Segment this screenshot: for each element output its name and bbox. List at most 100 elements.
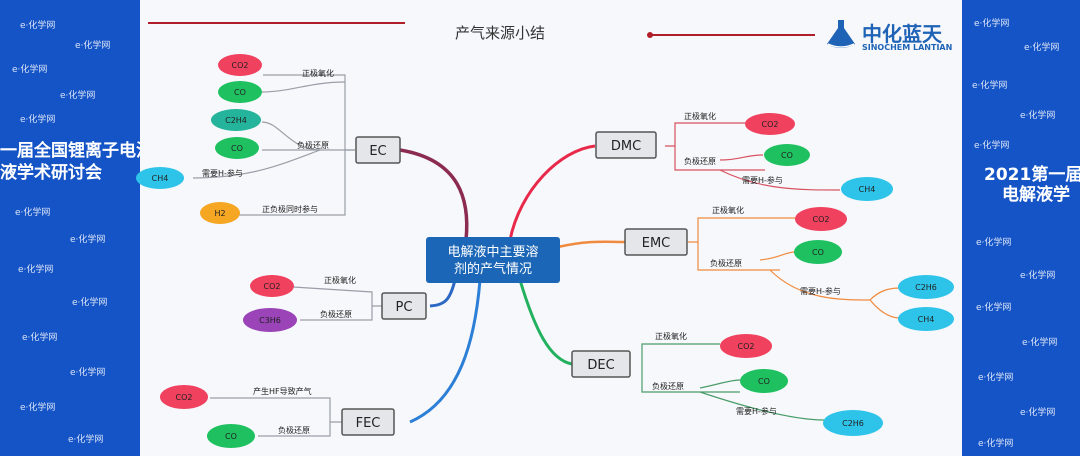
banner-logo: e·化学网 bbox=[20, 115, 56, 125]
label-fec-reduction: 负极还原 bbox=[278, 425, 310, 435]
banner-logo: e·化学网 bbox=[18, 265, 54, 275]
banner-logo: e·化学网 bbox=[974, 19, 1010, 29]
gas-dec-c2h6: C2H6 bbox=[823, 410, 883, 436]
emc-connectors bbox=[688, 217, 901, 319]
label-dmc-h: 需要H-参与 bbox=[742, 175, 783, 185]
gas-ec-ch4: CH4 bbox=[136, 167, 184, 189]
solvent-pc-label: PC bbox=[396, 300, 413, 315]
label-ec-reduction: 负极还原 bbox=[297, 140, 329, 150]
banner-logo: e·化学网 bbox=[68, 435, 104, 445]
label-ec-both: 正负极同时参与 bbox=[262, 204, 318, 214]
center-node bbox=[426, 237, 560, 283]
branch-ec bbox=[399, 148, 469, 241]
gas-fec-co-label: CO bbox=[225, 432, 237, 441]
right-banner: e·化学网 e·化学网 e·化学网 e·化学网 e·化学网 2021第一届 电解… bbox=[962, 0, 1080, 456]
banner-logo: e·化学网 bbox=[978, 373, 1014, 383]
gas-ec-ch4-label: CH4 bbox=[152, 174, 169, 183]
solvent-dmc bbox=[595, 131, 657, 159]
gas-pc-c3h6: C3H6 bbox=[243, 308, 297, 332]
banner-title: 2021第一届 bbox=[984, 165, 1080, 185]
gas-fec-co: CO bbox=[207, 424, 255, 448]
label-emc-oxidation: 正极氧化 bbox=[712, 205, 744, 215]
gas-emc-ch4-label: CH4 bbox=[918, 315, 935, 324]
banner-logo: e·化学网 bbox=[1020, 271, 1056, 281]
dmc-connectors bbox=[665, 122, 841, 191]
banner-logo: e·化学网 bbox=[22, 333, 58, 343]
slide-title: 产气来源小结 bbox=[455, 24, 546, 42]
banner-logo: e·化学网 bbox=[974, 141, 1010, 151]
gas-ec-h2-label: H2 bbox=[214, 209, 225, 218]
gas-pc-co2-label: CO2 bbox=[264, 282, 281, 291]
label-dec-h: 需要H-参与 bbox=[736, 406, 777, 416]
gas-emc-c2h6-label: C2H6 bbox=[915, 283, 937, 292]
gas-dec-co2-label: CO2 bbox=[738, 342, 755, 351]
solvent-pc bbox=[381, 292, 427, 320]
gas-dmc-co2-label: CO2 bbox=[762, 120, 779, 129]
banner-logo: e·化学网 bbox=[976, 303, 1012, 313]
solvent-ec-label: EC bbox=[369, 144, 386, 159]
banner-logo: e·化学网 bbox=[72, 298, 108, 308]
banner-logo: e·化学网 bbox=[75, 41, 111, 51]
pc-connectors bbox=[292, 286, 382, 321]
gas-ec-co-label: CO bbox=[234, 88, 246, 97]
branch-dmc bbox=[508, 144, 596, 241]
gas-ec-co: CO bbox=[218, 81, 262, 103]
banner-logo: e·化学网 bbox=[1024, 43, 1060, 53]
label-dmc-reduction: 负极还原 bbox=[684, 156, 716, 166]
brand: 中化蓝天 SINOCHEM LANTIAN bbox=[826, 16, 962, 60]
branch-emc bbox=[557, 240, 626, 249]
solvent-dec bbox=[571, 350, 631, 378]
solvent-fec bbox=[341, 408, 395, 436]
gas-emc-c2h6: C2H6 bbox=[898, 275, 954, 299]
banner-logo: e·化学网 bbox=[20, 21, 56, 31]
fec-connectors bbox=[210, 397, 342, 437]
gas-ec-h2: H2 bbox=[200, 202, 240, 224]
center-line1: 电解液中主要溶 bbox=[447, 245, 538, 260]
ec-connectors bbox=[192, 74, 355, 216]
gas-ec-co-2: CO bbox=[215, 137, 259, 159]
banner-logo: e·化学网 bbox=[70, 235, 106, 245]
brand-english: SINOCHEM LANTIAN bbox=[862, 43, 953, 52]
header-rule-dot bbox=[647, 32, 653, 38]
solvent-emc bbox=[624, 228, 688, 256]
gas-emc-co2-label: CO2 bbox=[813, 215, 830, 224]
gas-dmc-co: CO bbox=[764, 144, 810, 166]
label-dmc-oxidation: 正极氧化 bbox=[684, 111, 716, 121]
gas-emc-co2: CO2 bbox=[795, 207, 847, 231]
gas-dec-co2: CO2 bbox=[720, 334, 772, 358]
label-ec-oxidation: 正极氧化 bbox=[302, 68, 334, 78]
banner-logo: e·化学网 bbox=[1020, 408, 1056, 418]
gas-dmc-co2: CO2 bbox=[745, 113, 795, 135]
label-emc-h: 需要H-参与 bbox=[800, 286, 841, 296]
branch-pc bbox=[429, 279, 457, 308]
banner-logo: e·化学网 bbox=[976, 238, 1012, 248]
banner-logo: e·化学网 bbox=[972, 81, 1008, 91]
banner-logo: e·化学网 bbox=[20, 403, 56, 413]
solvent-dmc-label: DMC bbox=[611, 139, 641, 154]
brand-name: 中化蓝天 bbox=[862, 22, 942, 46]
banner-title: 电解液学 bbox=[1002, 185, 1070, 205]
banner-logo: e·化学网 bbox=[60, 91, 96, 101]
banner-logo: e·化学网 bbox=[1020, 111, 1056, 121]
banner-logo: e·化学网 bbox=[15, 208, 51, 218]
banner-logo: e·化学网 bbox=[1022, 338, 1058, 348]
gas-ec-c2h4: C2H4 bbox=[211, 109, 261, 131]
banner-logo: e·化学网 bbox=[12, 65, 48, 75]
label-ec-h: 需要H-参与 bbox=[202, 168, 243, 178]
label-dec-oxidation: 正极氧化 bbox=[655, 331, 687, 341]
banner-logo: e·化学网 bbox=[978, 439, 1014, 449]
gas-ec-co2: CO2 bbox=[218, 54, 262, 76]
gas-ec-c2h4-label: C2H4 bbox=[225, 116, 247, 125]
label-pc-oxidation: 正极氧化 bbox=[324, 275, 356, 285]
gas-dmc-ch4: CH4 bbox=[841, 177, 893, 201]
gas-dec-c2h6-label: C2H6 bbox=[842, 419, 864, 428]
gas-dec-co: CO bbox=[740, 369, 788, 393]
gas-fec-co2-label: CO2 bbox=[176, 393, 193, 402]
gas-emc-co: CO bbox=[794, 240, 842, 264]
banner-title: 液学术研讨会 bbox=[0, 163, 102, 183]
gas-pc-co2: CO2 bbox=[250, 275, 294, 297]
gas-dmc-ch4-label: CH4 bbox=[859, 185, 876, 194]
gas-ec-co2-label: CO2 bbox=[232, 61, 249, 70]
banner-title: 一届全国锂离子电池 bbox=[0, 141, 140, 161]
